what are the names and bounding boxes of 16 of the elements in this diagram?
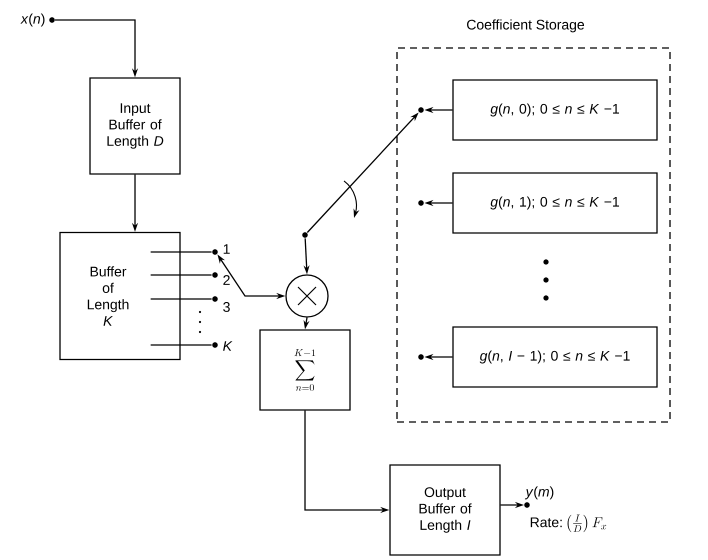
terminal-number: 2 bbox=[223, 275, 230, 285]
coefficient-box: g(n, 1); 0 ≤ n ≤ K −1 bbox=[452, 172, 658, 234]
multiplier-circle bbox=[285, 274, 329, 318]
terminal-number: 1 bbox=[224, 244, 230, 254]
summation-box: $\sum_{n=0}^{K-1}$ bbox=[259, 329, 351, 411]
signal-label: x(n) bbox=[20, 14, 44, 26]
process-box: Input Buffer of Length D bbox=[89, 77, 181, 175]
process-box: Output Buffer of Length I bbox=[389, 464, 501, 556]
process-box: Buffer of Length K bbox=[59, 232, 181, 360]
coefficient-box: g(n, I − 1); 0 ≤ n ≤ K −1 bbox=[452, 326, 658, 388]
coefficient-box: g(n, 0); 0 ≤ n ≤ K −1 bbox=[452, 79, 658, 141]
region-heading: Coefficient Storage bbox=[467, 19, 584, 32]
signal-label: y(m) bbox=[524, 486, 554, 500]
terminal-number: 3 bbox=[223, 302, 230, 312]
terminal-number: K bbox=[223, 341, 232, 351]
rate-label: $\text{Rate:}\left(\frac{I}{D}\right)F_x$ bbox=[530, 514, 606, 532]
